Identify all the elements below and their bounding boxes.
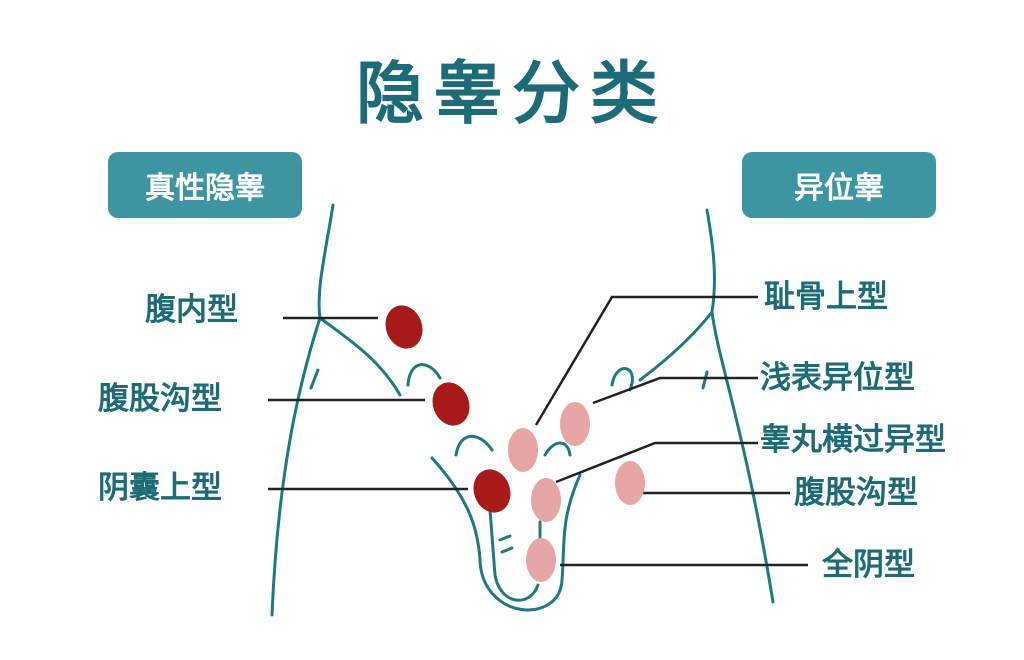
label-abdominal: 腹内型 [145,292,238,328]
label-transverse-ectopic: 睾丸横过异型 [760,422,946,458]
label-ectopic-inguinal: 腹股沟型 [794,475,918,511]
left-body-outline [270,203,335,617]
label-inguinal: 腹股沟型 [98,381,222,417]
testis-inguinal [432,382,470,426]
right-body-outline [705,208,775,604]
testis-abdominal [385,305,423,349]
label-suprascrotal: 阴囊上型 [98,470,222,506]
category-badge-ectopic-testis: 异位睾 [742,152,936,218]
testis-suprascrotal [473,469,511,513]
label-perineal: 全阴型 [822,547,915,583]
scrotum-outer [430,456,582,612]
testis-suprapubic [508,428,538,472]
left-inguinal-line [318,316,402,397]
label-superficial-ectopic: 浅表异位型 [760,360,915,396]
category-badge-true-cryptorchidism: 真性隐睾 [108,152,302,218]
right-inguinal-line [638,310,714,382]
testis-transverse [531,478,561,522]
testis-superficial [560,402,590,446]
page-title: 隐睾分类 [355,55,668,134]
testis-ectopic-inguinal [615,461,645,505]
label-suprapubic: 耻骨上型 [764,279,888,315]
testis-perineal [526,538,556,582]
